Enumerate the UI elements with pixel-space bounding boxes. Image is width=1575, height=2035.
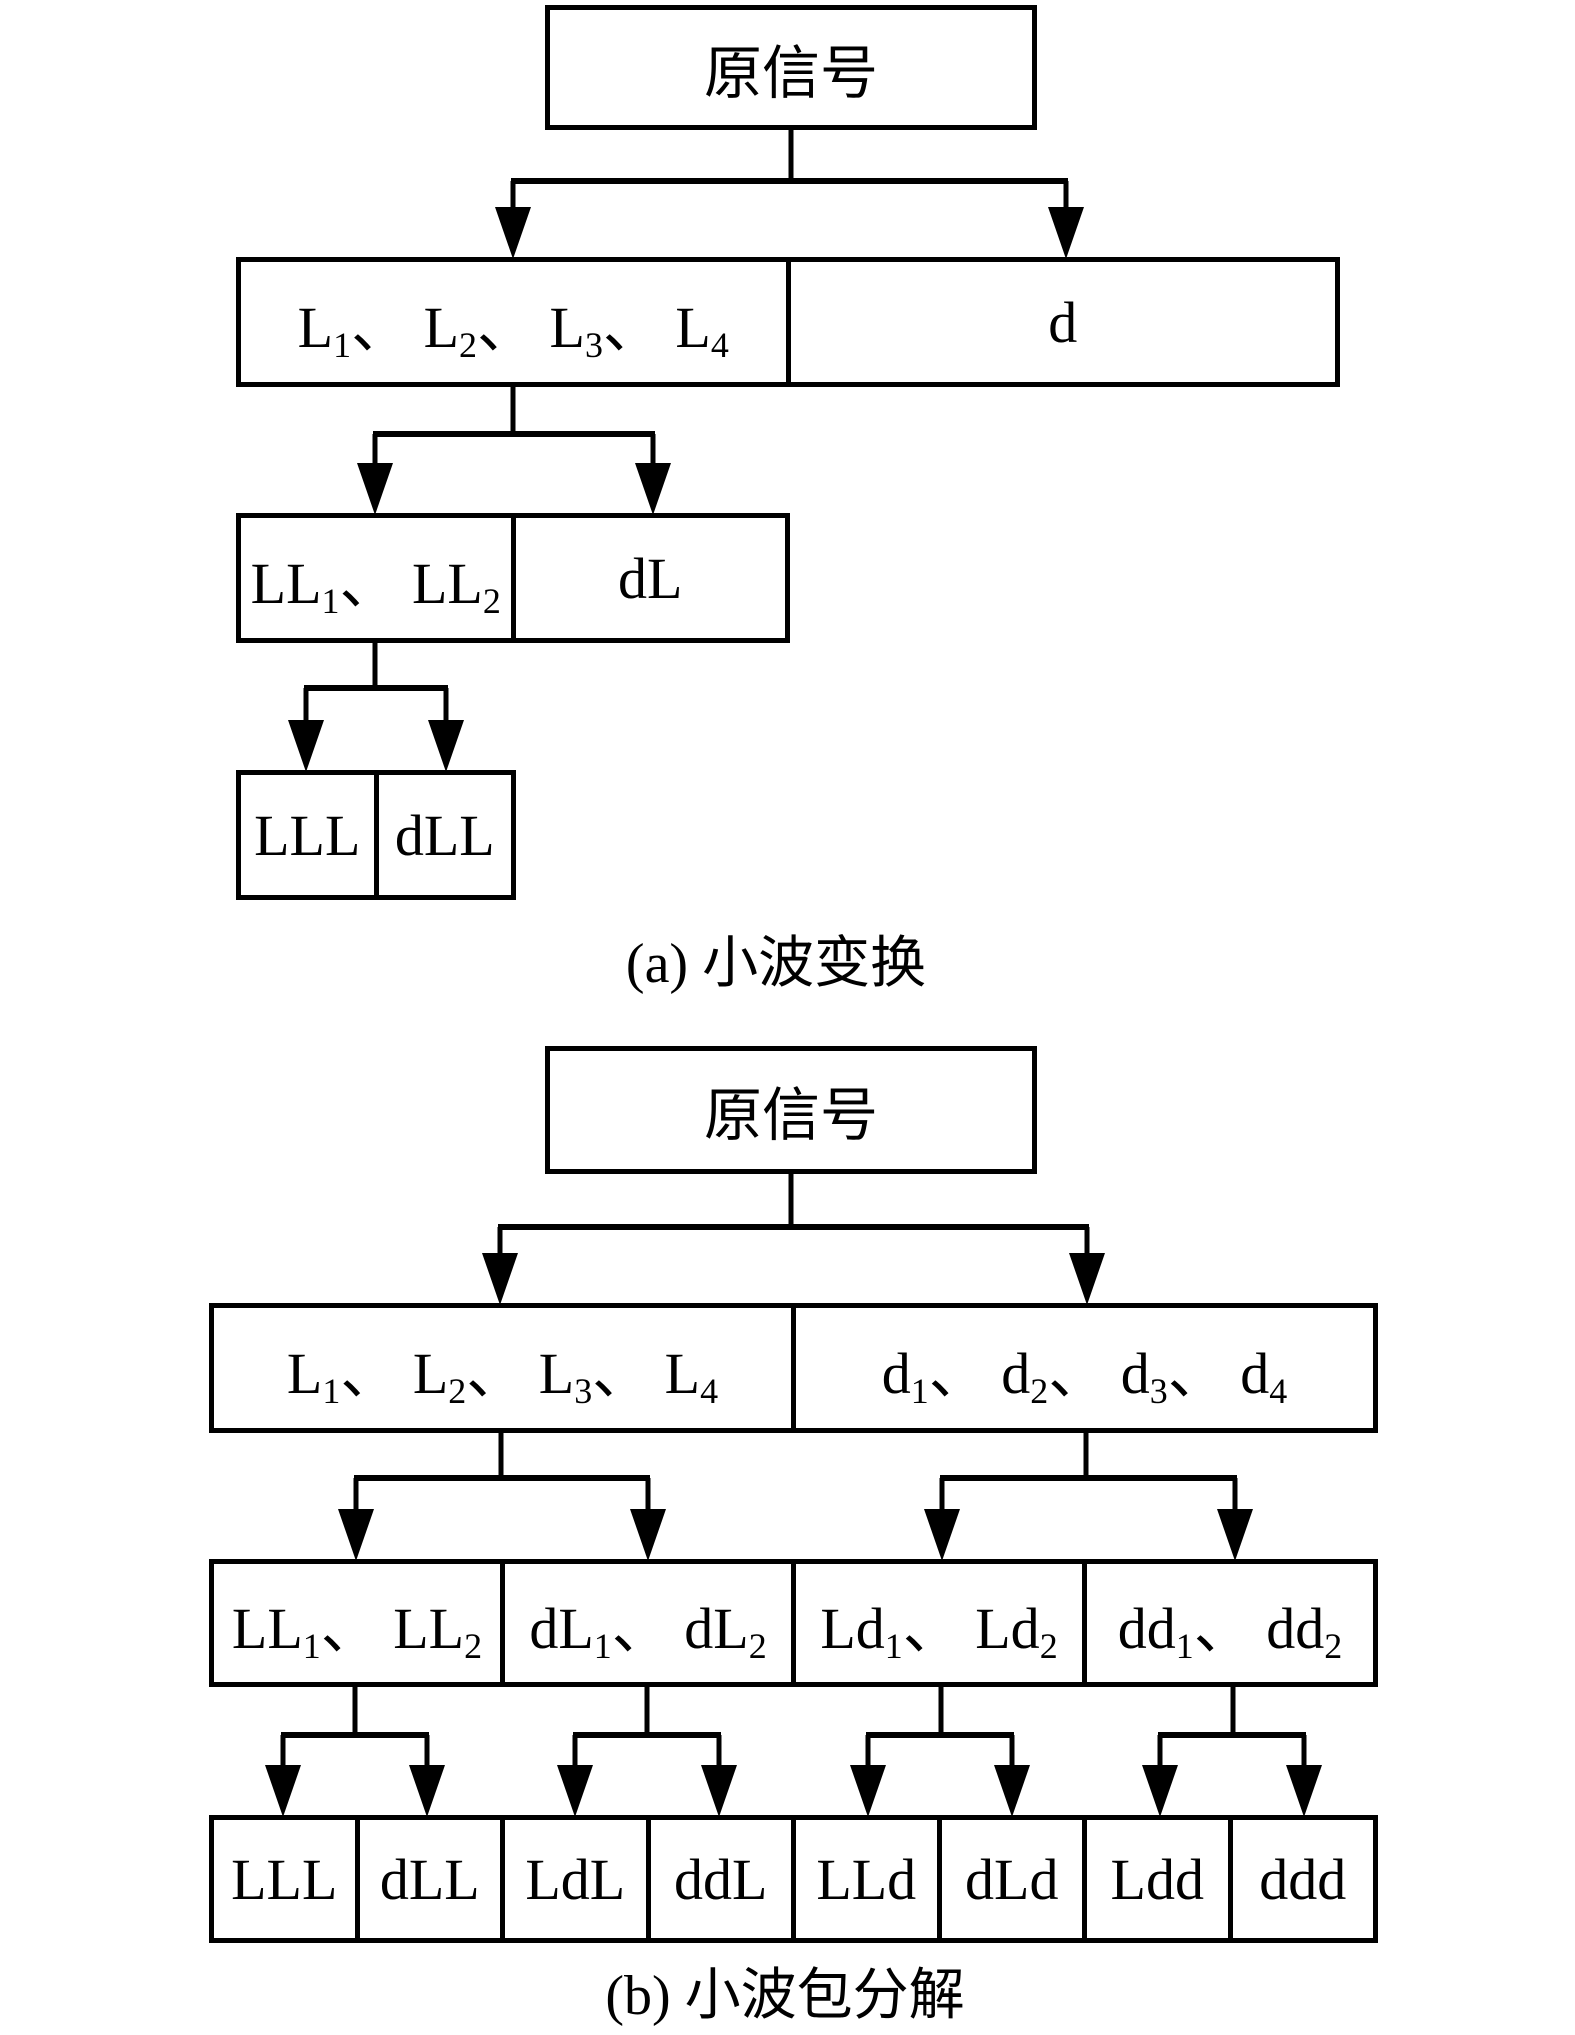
a-level3-left-arrowhead-icon	[288, 720, 324, 772]
a-level3-label-approx: LL1、 LL2	[250, 551, 501, 622]
a-level3-right-arrowhead-icon	[428, 720, 464, 772]
b-level3-arrowhead2b-icon	[701, 1765, 737, 1817]
b-level4-cell-5: dLd	[936, 1820, 1083, 1938]
a-level3-label-detail: dL	[618, 545, 683, 611]
a-root-left-arrowhead-icon	[495, 207, 531, 259]
b-level2-right-arrowhead2-icon	[1217, 1509, 1253, 1561]
b-root-branch	[482, 1172, 1105, 1305]
a-level4-box: LLL dLL	[236, 770, 516, 900]
b-level3-arrowhead4b-icon	[1286, 1765, 1322, 1817]
b-level3-label-3: dd1、 dd2	[1117, 1596, 1343, 1667]
b-level4-cell-6: Ldd	[1082, 1820, 1228, 1938]
a-level3-cell-approx: LL1、 LL2	[241, 518, 511, 638]
a-level2-cell-detail: d	[785, 262, 1336, 382]
b-level4-label-0: LLL	[231, 1846, 338, 1912]
b-level2-right-branch	[924, 1431, 1253, 1561]
a-level3-cell-detail: dL	[510, 518, 786, 638]
a-level2-label-approx: L1、 L2、 L3、 L4	[297, 295, 729, 366]
b-level3-branch-4	[1142, 1685, 1322, 1817]
b-level3-arrowhead4a-icon	[1142, 1765, 1178, 1817]
b-level3-label-1: dL1、 dL2	[529, 1596, 767, 1667]
a-caption: (a) 小波变换	[625, 933, 927, 995]
a-level2-left-arrowhead-icon	[357, 463, 393, 515]
a-level2-label-detail: d	[1048, 289, 1078, 355]
b-level4-cell-1: dLL	[354, 1820, 501, 1938]
b-level2-box: L1、 L2、 L3、 L4 d1、 d2、 d3、 d4	[209, 1303, 1378, 1433]
b-level3-branch-1	[265, 1685, 445, 1817]
a-root-label: 原信号	[703, 40, 878, 106]
b-level4-label-4: LLd	[816, 1846, 917, 1912]
b-level4-cell-3: ddL	[645, 1820, 792, 1938]
b-level4-label-7: ddd	[1259, 1846, 1347, 1912]
b-level3-arrowhead1a-icon	[265, 1765, 301, 1817]
b-level3-cell-3: dd1、 dd2	[1082, 1564, 1373, 1682]
b-level4-cell-4: LLd	[791, 1820, 937, 1938]
b-level4-label-6: Ldd	[1110, 1846, 1204, 1912]
b-level3-arrowhead1b-icon	[409, 1765, 445, 1817]
a-level2-right-arrowhead-icon	[635, 463, 671, 515]
a-level4-label-approx: LLL	[254, 802, 361, 868]
b-level3-label-0: LL1、 LL2	[231, 1596, 483, 1667]
b-level2-right-arrowhead1-icon	[924, 1509, 960, 1561]
a-root-branch	[495, 128, 1084, 259]
b-level3-box: LL1、 LL2 dL1、 dL2 Ld1、 Ld2 dd1、 dd2	[209, 1559, 1378, 1687]
a-level3-branch	[288, 641, 464, 772]
b-level2-label-1: d1、 d2、 d3、 d4	[881, 1341, 1288, 1412]
b-root-right-arrowhead-icon	[1069, 1253, 1105, 1305]
b-level4-label-5: dLd	[965, 1846, 1059, 1912]
a-root-cell: 原信号	[550, 10, 1032, 125]
b-level3-arrowhead3a-icon	[850, 1765, 886, 1817]
b-root-label: 原信号	[703, 1083, 878, 1148]
b-caption: (b) 小波包分解	[605, 1965, 965, 2027]
b-level2-cell-1: d1、 d2、 d3、 d4	[791, 1308, 1373, 1428]
a-level4-cell-detail: dLL	[373, 775, 512, 895]
a-level4-label-detail: dLL	[394, 802, 495, 868]
b-level3-cell-2: Ld1、 Ld2	[791, 1564, 1082, 1682]
b-level4-cell-2: LdL	[500, 1820, 646, 1938]
a-root-right-arrowhead-icon	[1048, 207, 1084, 259]
b-level2-cell-0: L1、 L2、 L3、 L4	[214, 1308, 791, 1428]
b-level3-arrowhead2a-icon	[557, 1765, 593, 1817]
b-level2-label-0: L1、 L2、 L3、 L4	[286, 1341, 719, 1412]
a-level2-branch	[357, 385, 671, 515]
a-level2-box: L1、 L2、 L3、 L4 d	[236, 257, 1340, 387]
b-level2-left-arrowhead1-icon	[338, 1509, 374, 1561]
b-root-box: 原信号	[545, 1046, 1037, 1174]
a-level3-box: LL1、 LL2 dL	[236, 513, 790, 643]
b-level2-left-arrowhead2-icon	[630, 1509, 666, 1561]
b-level3-label-2: Ld1、 Ld2	[820, 1596, 1058, 1667]
b-level4-cell-0: LLL	[214, 1820, 355, 1938]
b-level3-cell-0: LL1、 LL2	[214, 1564, 500, 1682]
b-root-cell: 原信号	[550, 1051, 1032, 1169]
b-level3-cell-1: dL1、 dL2	[500, 1564, 791, 1682]
b-root-left-arrowhead-icon	[482, 1253, 518, 1305]
b-level4-label-2: LdL	[525, 1846, 626, 1912]
b-level4-cell-7: ddd	[1227, 1820, 1374, 1938]
b-level4-label-1: dLL	[379, 1846, 480, 1912]
a-root-box: 原信号	[545, 5, 1037, 130]
a-level2-cell-approx: L1、 L2、 L3、 L4	[241, 262, 786, 382]
b-level3-arrowhead3b-icon	[994, 1765, 1030, 1817]
b-level3-branch-3	[850, 1685, 1030, 1817]
b-level4-box: LLL dLL LdL ddL LLd dLd Ldd ddd	[209, 1815, 1378, 1943]
b-level2-left-branch	[338, 1431, 666, 1561]
b-level3-branch-2	[557, 1685, 737, 1817]
a-level4-cell-approx: LLL	[241, 775, 374, 895]
b-level4-label-3: ddL	[674, 1846, 768, 1912]
